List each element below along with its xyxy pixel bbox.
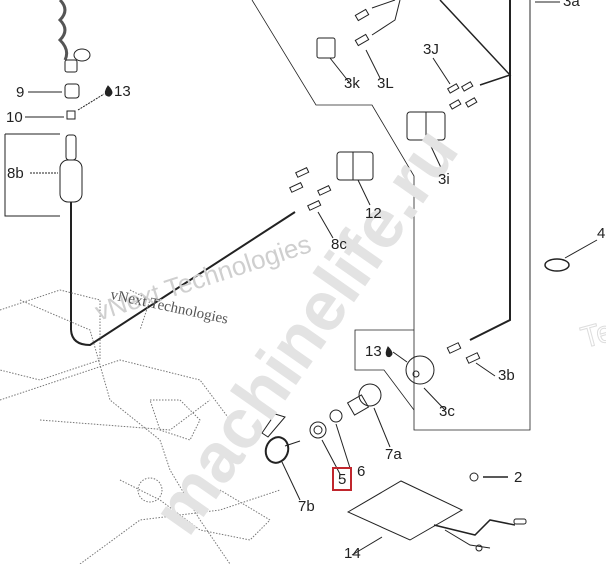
label-part-10[interactable]: 10 bbox=[6, 109, 23, 126]
label-part-2[interactable]: 2 bbox=[514, 469, 523, 486]
label-part-3l[interactable]: 3L bbox=[377, 75, 394, 92]
label-part-4[interactable]: 4 bbox=[597, 225, 606, 242]
label-part-13[interactable]: 13 bbox=[114, 83, 131, 100]
bracket-8b bbox=[4, 133, 60, 217]
nut-2 bbox=[469, 472, 479, 482]
label-part-3a[interactable]: 3a bbox=[563, 0, 580, 10]
label-part-8c[interactable]: 8c bbox=[331, 236, 347, 253]
ignition-switch-7a bbox=[358, 383, 382, 407]
label-part-12[interactable]: 12 bbox=[365, 205, 382, 222]
label-part-3i[interactable]: 3i bbox=[438, 171, 450, 188]
label-part-6[interactable]: 6 bbox=[357, 463, 366, 480]
fuel-sender-8b bbox=[59, 159, 83, 203]
nut-6 bbox=[329, 409, 343, 423]
switch-body-3c bbox=[405, 355, 435, 385]
label-part-13-b[interactable]: 13 bbox=[365, 343, 382, 360]
label-part-14[interactable]: 14 bbox=[344, 545, 361, 562]
label-part-5[interactable]: 5 bbox=[338, 471, 347, 488]
label-part-7a[interactable]: 7a bbox=[385, 446, 402, 463]
label-part-3b[interactable]: 3b bbox=[498, 367, 515, 384]
terminals-8c bbox=[289, 166, 332, 211]
drop-icon bbox=[104, 85, 113, 97]
label-part-7b[interactable]: 7b bbox=[298, 498, 315, 515]
key-7b bbox=[264, 436, 290, 464]
group-outline bbox=[251, 0, 531, 431]
label-part-3c[interactable]: 3c bbox=[439, 403, 455, 420]
frame-outline bbox=[0, 289, 281, 564]
group-outline-3b bbox=[354, 329, 415, 411]
terminals-3j bbox=[446, 81, 478, 110]
cable-tie-4 bbox=[544, 258, 570, 272]
label-part-8b[interactable]: 8b bbox=[7, 165, 24, 182]
bezel-5 bbox=[309, 421, 327, 439]
connector-12 bbox=[336, 151, 374, 181]
part-9 bbox=[64, 83, 80, 99]
fuel-tube bbox=[70, 211, 296, 347]
label-part-3j[interactable]: 3J bbox=[423, 41, 439, 58]
part-10 bbox=[66, 110, 76, 120]
connector-3k bbox=[316, 37, 336, 59]
decal-14 bbox=[346, 480, 464, 541]
highlight-box bbox=[332, 467, 352, 491]
label-part-3k[interactable]: 3k bbox=[344, 75, 360, 92]
label-part-9[interactable]: 9 bbox=[16, 84, 25, 101]
drop-icon-2 bbox=[385, 346, 393, 358]
